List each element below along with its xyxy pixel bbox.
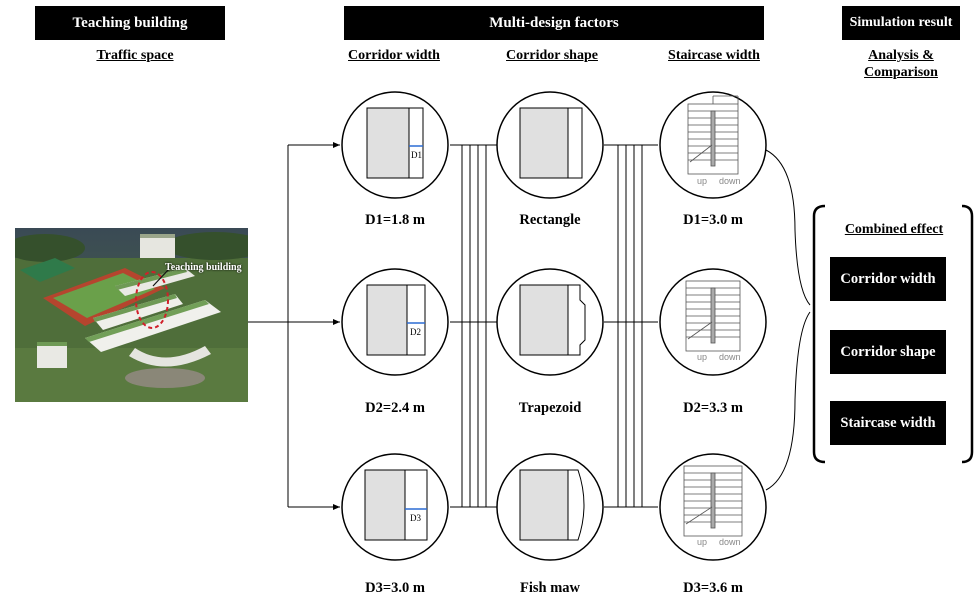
corridor-shape-trapezoid	[496, 268, 604, 376]
corridor-shape-rectangle	[496, 91, 604, 199]
header-simulation-result: Simulation result	[842, 6, 960, 40]
header-multi-design-factors: Multi-design factors	[344, 6, 764, 40]
corridor-shape-label-1: Rectangle	[519, 212, 581, 228]
stair-down-label-2: down	[719, 352, 741, 362]
stair-up-label-2: up	[697, 352, 708, 362]
corridor-width-circle-3	[341, 453, 449, 561]
stair-down-label-3: down	[719, 537, 741, 547]
corridor-width-tag-1: D1	[411, 150, 422, 160]
photo-label: Teaching building	[165, 262, 242, 273]
corridor-width-tag-3: D3	[410, 513, 421, 523]
result-staircase-width: Staircase width	[830, 401, 946, 445]
corridor-shape-label-3: Fish maw	[519, 580, 581, 596]
staircase-circle-2	[659, 268, 767, 376]
result-bracket	[812, 204, 974, 464]
result-corridor-width: Corridor width	[830, 257, 946, 301]
subheader-corridor-shape: Corridor shape	[506, 48, 598, 63]
stair-down-label-1: down	[719, 176, 741, 186]
corridor-width-circle-2	[341, 268, 449, 376]
staircase-circle-1	[659, 91, 767, 199]
aerial-photo: Teaching building	[15, 228, 248, 402]
combined-effect-title: Combined effect	[844, 222, 944, 237]
staircase-width-label-2: D2=3.3 m	[683, 400, 743, 416]
header-teaching-building: Teaching building	[35, 6, 225, 40]
subheader-analysis-line1: Analysis &	[868, 48, 934, 63]
connector-stair-to-result	[765, 149, 811, 491]
staircase-circle-3	[659, 453, 767, 561]
corridor-shape-fish-maw	[496, 453, 604, 561]
corridor-width-label-2: D2=2.4 m	[365, 400, 425, 416]
subheader-staircase-width: Staircase width	[668, 48, 760, 63]
subheader-analysis-line2: Comparison	[864, 65, 938, 80]
stair-up-label-1: up	[697, 176, 708, 186]
connector-width-to-shape	[450, 144, 497, 508]
connector-photo-to-corridor-width	[248, 142, 340, 510]
subheader-corridor-width: Corridor width	[348, 48, 440, 63]
corridor-width-label-1: D1=1.8 m	[365, 212, 425, 228]
aerial-photo-graphic	[15, 228, 248, 402]
staircase-width-label-3: D3=3.6 m	[683, 580, 743, 596]
corridor-width-label-3: D3=3.0 m	[365, 580, 425, 596]
subheader-traffic-space: Traffic space	[96, 48, 174, 63]
staircase-width-label-1: D1=3.0 m	[683, 212, 743, 228]
corridor-width-circle-1	[341, 91, 449, 199]
corridor-shape-label-2: Trapezoid	[518, 400, 582, 416]
corridor-width-tag-2: D2	[410, 327, 421, 337]
result-corridor-shape: Corridor shape	[830, 330, 946, 374]
connector-shape-to-stair	[604, 144, 658, 508]
stair-up-label-3: up	[697, 537, 708, 547]
